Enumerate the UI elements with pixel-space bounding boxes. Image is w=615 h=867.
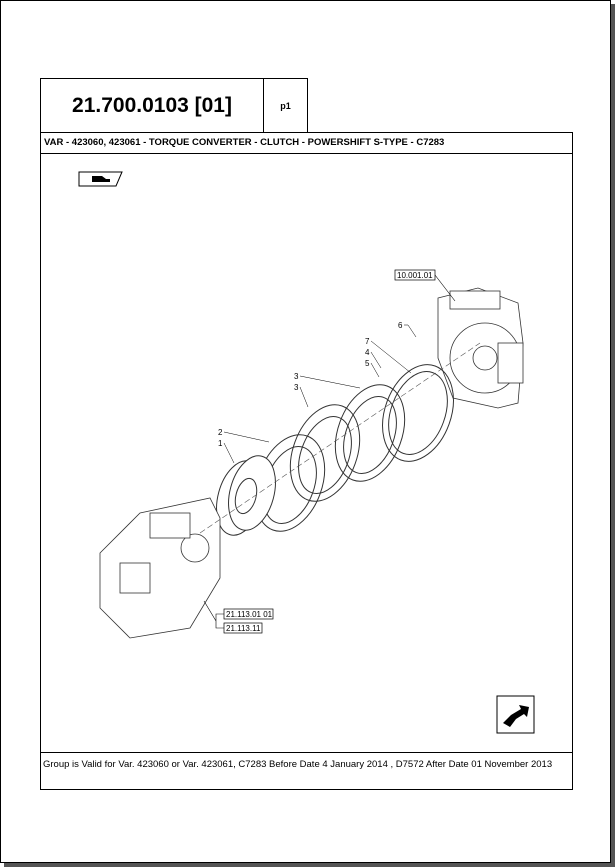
engine-housing bbox=[437, 287, 524, 409]
transmission bbox=[99, 497, 221, 639]
callout-2: 2 bbox=[218, 428, 223, 437]
callout-1: 1 bbox=[218, 439, 223, 448]
group-code: 21.700.0103 [01] bbox=[40, 78, 264, 133]
callout-3a: 3 bbox=[294, 372, 299, 381]
ref-engine[interactable]: 10.001.01 bbox=[397, 271, 433, 280]
ref-transmission-2[interactable]: 21.113.11 bbox=[226, 624, 261, 633]
gasket-ring bbox=[382, 364, 454, 462]
callout-6: 6 bbox=[398, 321, 403, 330]
callout-3b: 3 bbox=[294, 383, 299, 392]
page-subtitle: VAR - 423060, 423061 - TORQUE CONVERTER … bbox=[40, 132, 573, 154]
callout-7: 7 bbox=[365, 337, 370, 346]
torque-converter bbox=[216, 455, 276, 536]
callout-5: 5 bbox=[365, 359, 370, 368]
ref-transmission-1[interactable]: 21.113.01 01 bbox=[226, 610, 273, 619]
next-page-arrow-icon[interactable] bbox=[496, 695, 535, 734]
callout-4: 4 bbox=[365, 348, 370, 357]
validity-note: Group is Valid for Var. 423060 or Var. 4… bbox=[40, 752, 573, 790]
adapter-plate bbox=[254, 384, 406, 532]
exploded-parts-diagram: 10.001.01 21.113.01 01 21.113.11 6 7 4 5… bbox=[78, 171, 535, 734]
page-number: p1 bbox=[263, 78, 308, 133]
diagram-frame bbox=[40, 153, 573, 790]
vehicle-icon bbox=[78, 171, 123, 187]
